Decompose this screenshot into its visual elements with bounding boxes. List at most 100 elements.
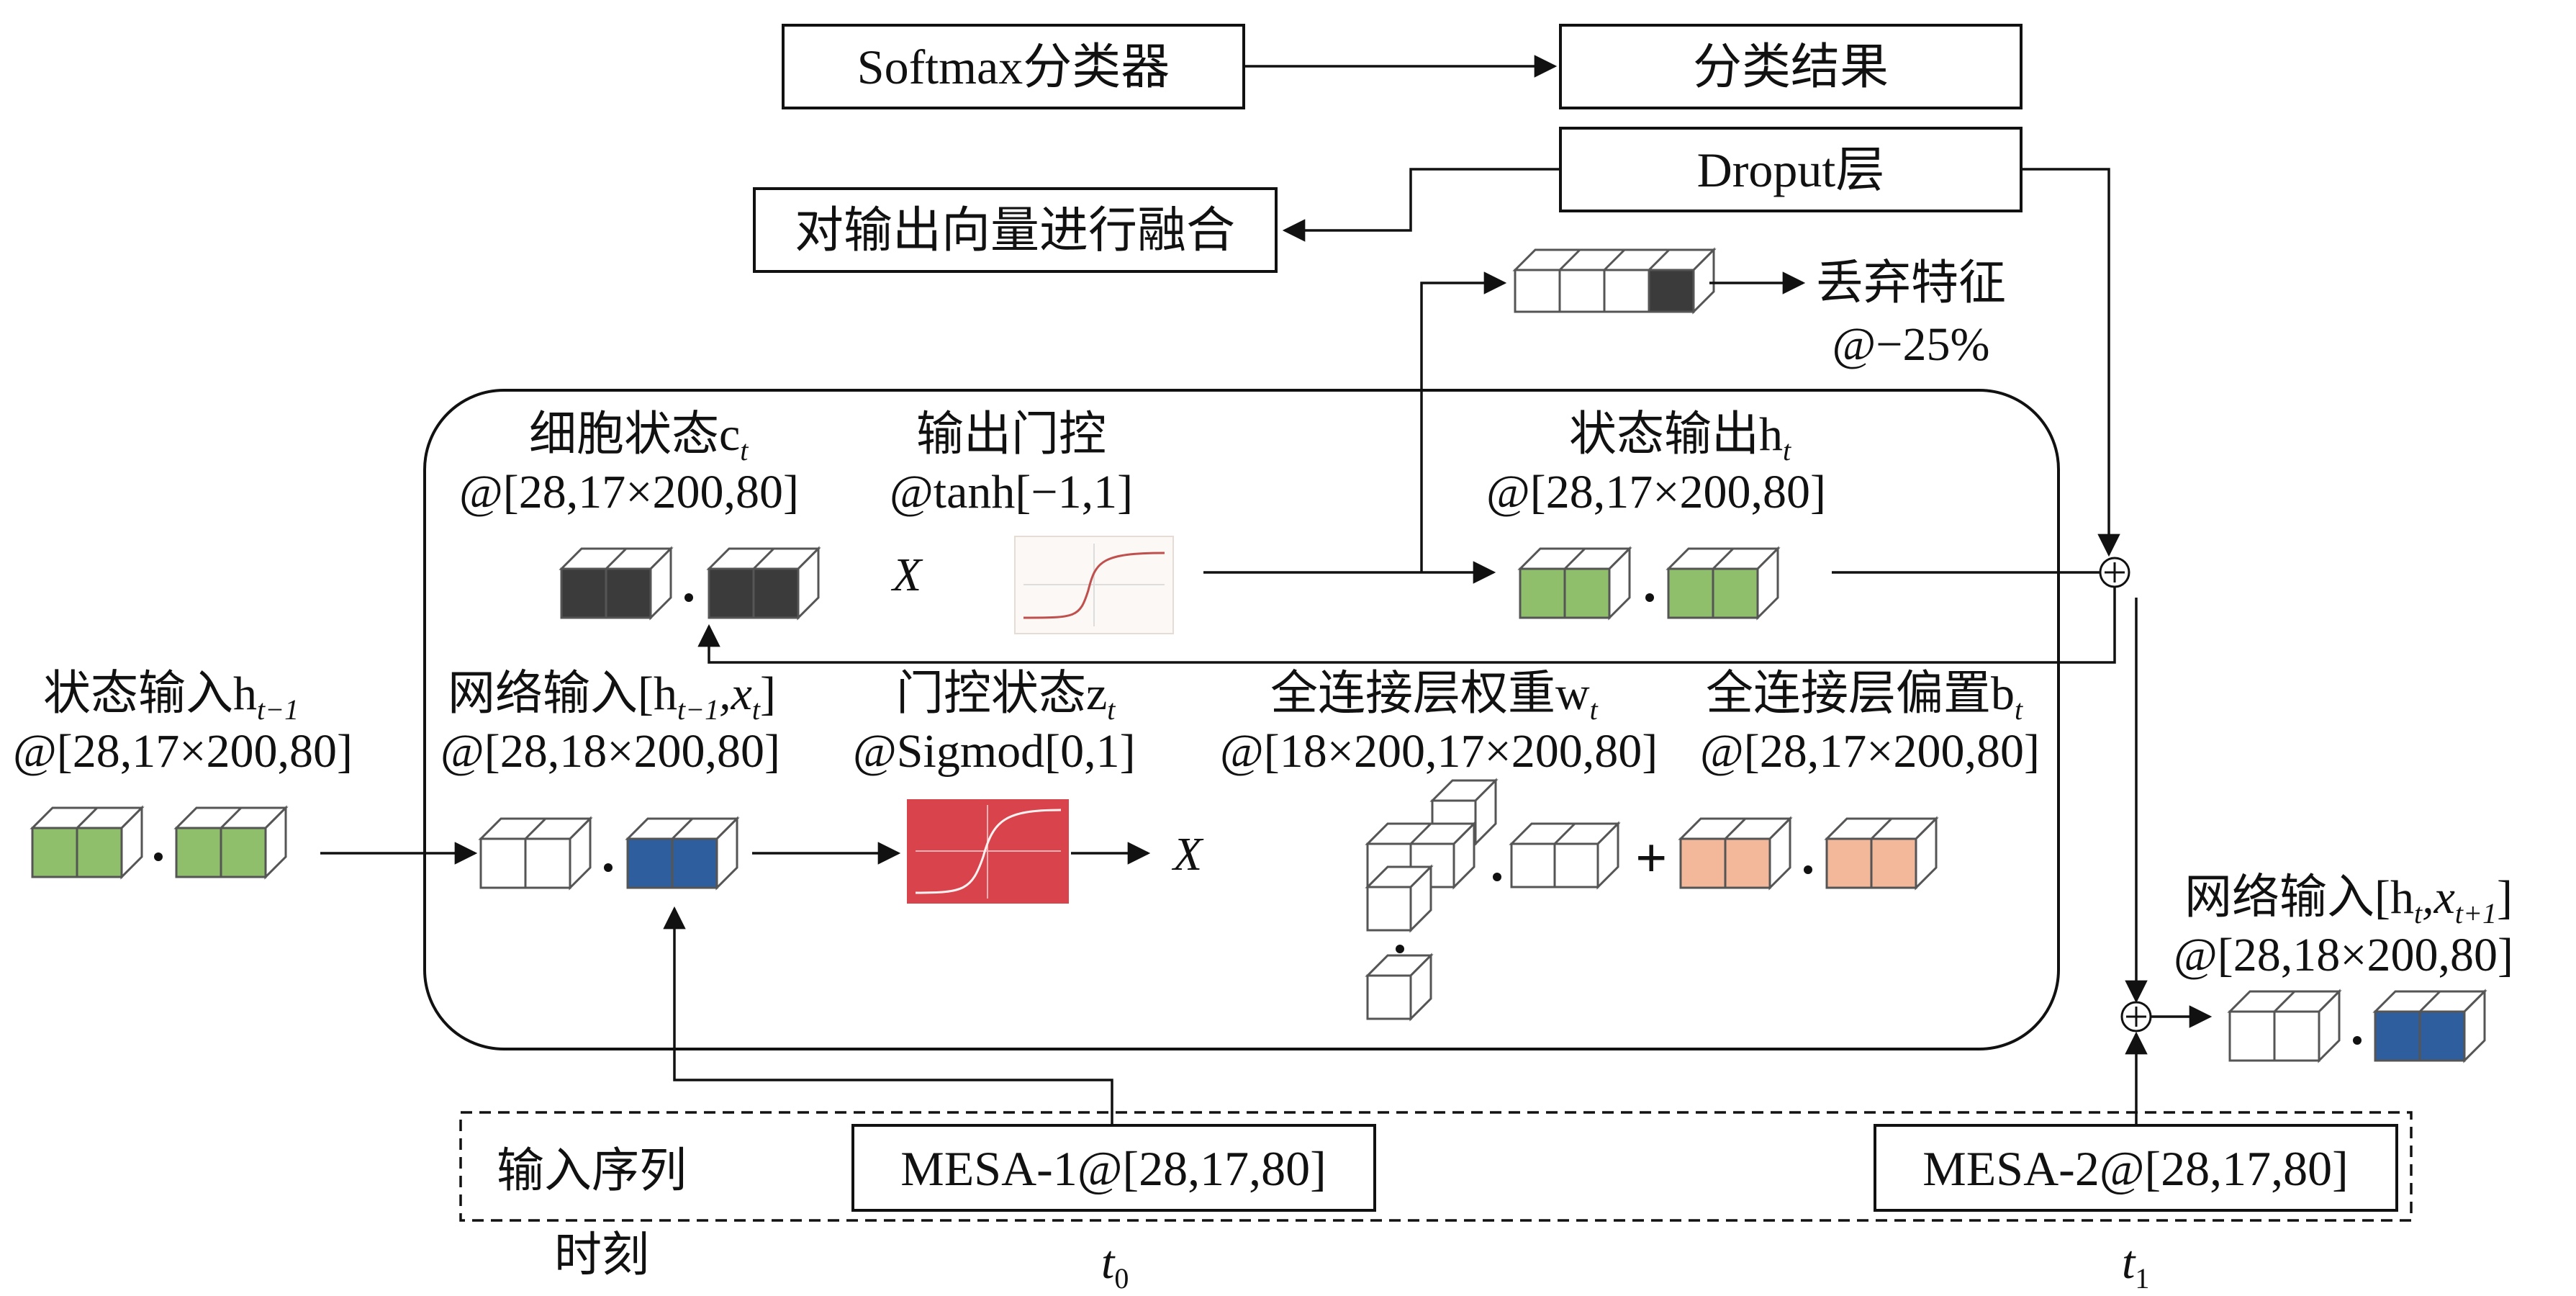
discard-cube-row <box>1512 247 1717 315</box>
output-gate-dim: @tanh[−1,1] <box>890 466 1133 518</box>
cube-cell <box>2374 1010 2421 1062</box>
next-input-cube-row-2 <box>2372 989 2487 1063</box>
bias-cube-row-1 <box>1678 816 1793 891</box>
fc-weight-title: 全连接层权重wt <box>1270 667 1599 726</box>
cube-cell <box>1679 837 1727 889</box>
state-output-cubes <box>1517 546 1781 621</box>
plus-sign: + <box>1635 827 1667 889</box>
cube-cell <box>1514 269 1561 313</box>
dropout-label: Droput层 <box>1697 143 1885 197</box>
cube-cell <box>1648 269 1695 313</box>
state-input-cubes <box>30 805 289 880</box>
dropout-box: Droput层 <box>1559 127 2023 212</box>
mesa1-label: MESA-1@[28,17,80] <box>900 1141 1326 1196</box>
cube-cell <box>1603 269 1650 313</box>
discard-label-1: 丢弃特征 <box>1816 257 2006 310</box>
cube-cell <box>605 567 652 619</box>
t1-label: t1 <box>2122 1236 2149 1295</box>
cube-cell <box>524 837 571 889</box>
fc-weight-dim: @[18×200,17×200,80] <box>1220 725 1658 778</box>
cell-state-cube-row-1 <box>559 546 674 621</box>
cube-cell <box>175 827 222 878</box>
state-output-title: 状态输出ht <box>1569 408 1791 467</box>
next-network-input-cubes <box>2227 989 2487 1063</box>
lstm-cell-frame <box>423 389 2060 1050</box>
input-sequence-label: 输入序列 <box>497 1145 687 1197</box>
dot-operator <box>154 852 163 861</box>
cube-cell <box>560 567 607 619</box>
tanh-plot-icon <box>1014 536 1174 634</box>
cube-cell <box>220 827 267 878</box>
state-output-cube-row-1 <box>1517 546 1632 621</box>
mesa2-label: MESA-2@[28,17,80] <box>1922 1141 2348 1196</box>
cube-cell <box>76 827 123 878</box>
dropout-to-fuse-arrow <box>1282 168 1560 242</box>
cube-cell <box>479 837 527 889</box>
weight-cube-right <box>1509 821 1621 890</box>
cube-cell <box>2273 1010 2320 1062</box>
cube-cell <box>1510 842 1556 888</box>
fuse-label: 对输出向量进行融合 <box>795 203 1235 258</box>
mesa2-box: MESA-2@[28,17,80] <box>1874 1124 2398 1212</box>
time-label: 时刻 <box>554 1229 649 1282</box>
cube-cell <box>1870 837 1917 889</box>
cube-cell <box>1366 974 1412 1020</box>
state-input-cube-row-1 <box>30 805 145 880</box>
next-input-cube-row-1 <box>2227 989 2342 1063</box>
t0-label: t0 <box>1101 1236 1129 1295</box>
gate-state-title: 门控状态zt <box>896 667 1116 726</box>
fc-weight-cubes <box>1365 778 1621 1022</box>
cube-cell <box>626 837 674 889</box>
cube-cell <box>1558 269 1606 313</box>
result-box: 分类结果 <box>1559 24 2023 109</box>
cube-cell <box>1553 842 1599 888</box>
multiply-x-2: X <box>1171 828 1204 881</box>
cube-cell <box>1825 837 1873 889</box>
dot-operator <box>684 593 693 602</box>
cube-cell <box>31 827 78 878</box>
network-input-cube-row-1 <box>478 816 593 891</box>
state-output-cube-row-2 <box>1666 546 1781 621</box>
fuse-box: 对输出向量进行融合 <box>753 187 1278 273</box>
cube-cell <box>1667 567 1714 619</box>
cube-cell <box>752 567 800 619</box>
feedback-arrow <box>697 587 2116 664</box>
state-output-dim: @[28,17×200,80] <box>1486 466 1826 518</box>
softmax-box: Softmax分类器 <box>782 24 1245 109</box>
cube-cell <box>1724 837 1771 889</box>
state-input-dim: @[28,17×200,80] <box>13 725 353 778</box>
weight-cube-bottom <box>1365 953 1434 1022</box>
state-input-cube-row-2 <box>173 805 289 880</box>
dot-operator <box>2353 1036 2362 1045</box>
circle-plus-icon <box>2099 557 2130 588</box>
gate-to-discard-arrow <box>1420 271 1507 572</box>
cube-cell <box>708 567 755 619</box>
bias-cube-row-2 <box>1824 816 1939 891</box>
result-label: 分类结果 <box>1693 40 1889 94</box>
cube-cell <box>1519 567 1566 619</box>
fc-bias-cubes <box>1678 816 1939 891</box>
output-gate-title: 输出门控 <box>916 408 1106 461</box>
dot-operator <box>1396 945 1404 953</box>
mesa1-to-netin-arrow <box>663 906 1113 1125</box>
dot-operator <box>1645 593 1654 602</box>
weight-cube-low <box>1365 864 1434 933</box>
cube-cell <box>1712 567 1759 619</box>
fc-bias-title: 全连接层偏置bt <box>1706 667 2023 726</box>
cube-cell <box>1563 567 1611 619</box>
dot-operator <box>1804 865 1812 874</box>
cell-state-dim: @[28,17×200,80] <box>459 466 799 518</box>
discard-label-2: @−25% <box>1832 318 1990 371</box>
next-network-input-title: 网络输入[ht,xt+1] <box>2184 871 2513 930</box>
cube-cell <box>2228 1010 2276 1062</box>
network-input-cube-row-2 <box>625 816 740 891</box>
input-sequence-frame <box>459 1111 2413 1222</box>
state-input-title: 状态输入ht−1 <box>43 667 299 726</box>
cube-cell <box>2418 1010 2466 1062</box>
network-input-title: 网络输入[ht−1,xt] <box>448 667 776 726</box>
cube-cell <box>671 837 718 889</box>
dot-operator <box>604 863 613 872</box>
softmax-label: Softmax分类器 <box>857 40 1170 94</box>
mesa1-box: MESA-1@[28,17,80] <box>851 1124 1376 1212</box>
